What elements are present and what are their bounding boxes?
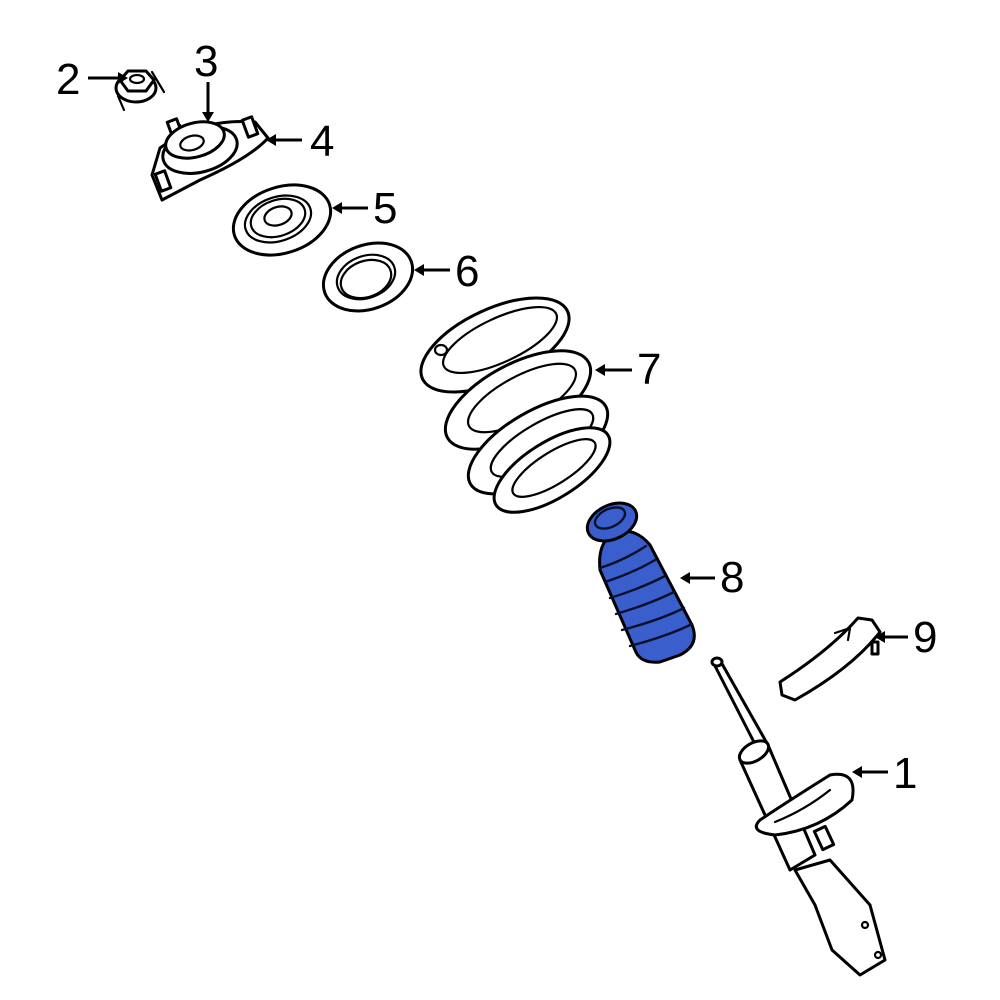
part-9-spring-seat-insulator[interactable]: [778, 616, 882, 702]
part-3-bearing[interactable]: [158, 116, 243, 181]
callout-5: 5: [373, 184, 398, 233]
callout-6: 6: [455, 247, 480, 296]
callout-2: 2: [56, 55, 81, 104]
callout-9: 9: [913, 613, 938, 662]
callout-1: 1: [893, 749, 918, 798]
callout-7: 7: [637, 345, 662, 394]
part-7-coil-spring[interactable]: [407, 279, 623, 529]
callout-8: 8: [720, 553, 745, 602]
callout-3: 3: [194, 37, 219, 86]
part-1-strut[interactable]: [710, 656, 887, 977]
part-8-bump-stop[interactable]: [581, 496, 696, 664]
part-6-insulator[interactable]: [314, 231, 422, 323]
callout-4: 4: [310, 117, 335, 166]
part-2-nut[interactable]: [114, 69, 166, 112]
callout-leaders: [88, 72, 908, 778]
part-5-upper-seat[interactable]: [224, 173, 340, 267]
